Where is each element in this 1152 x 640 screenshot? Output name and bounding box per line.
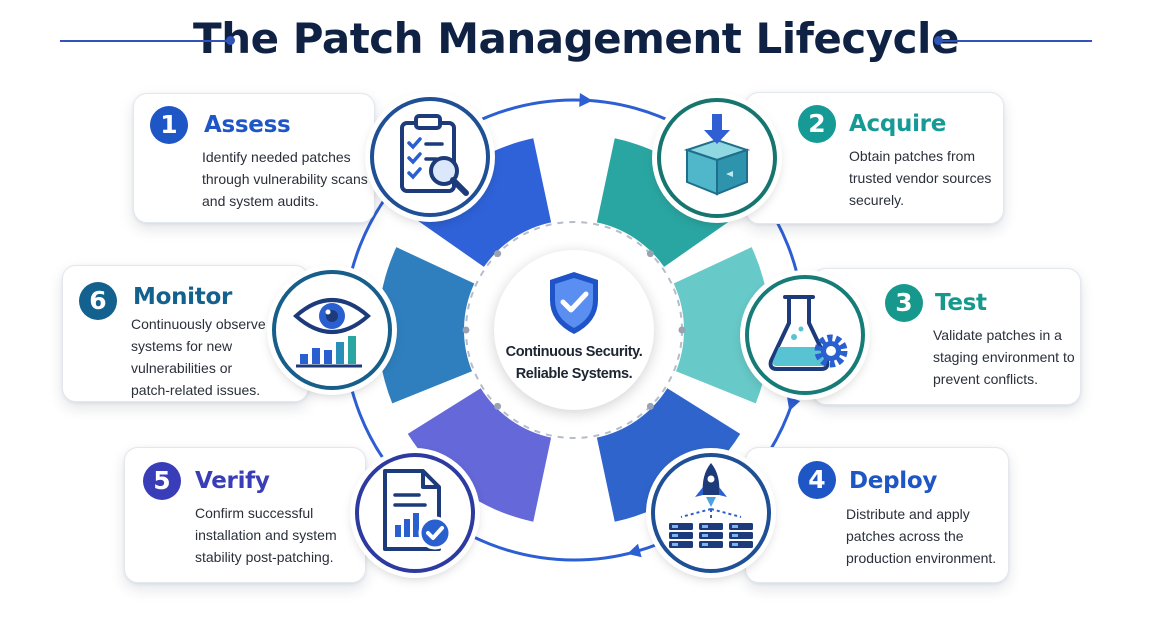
step-description-line: patch-related issues. <box>131 382 261 398</box>
step-description-line: Obtain patches from <box>849 148 976 164</box>
ring-dot <box>462 326 470 334</box>
step-description: Identify needed patches through vulnerab… <box>202 146 368 212</box>
step-description-line: prevent conflicts. <box>933 371 1039 387</box>
ring-dot <box>494 250 502 258</box>
eye-bar-chart-icon <box>292 298 372 368</box>
step-description-line: patches across the <box>846 528 964 544</box>
step-description: Confirm successful installation and syst… <box>195 502 337 568</box>
cycle-arrow-1 <box>579 92 593 107</box>
step-number-badge: 2 <box>798 105 836 143</box>
step-description-line: staging environment to <box>933 349 1075 365</box>
center-hub: Continuous Security. Reliable Systems. <box>494 250 654 410</box>
step-description: Validate patches in a staging environmen… <box>933 324 1075 390</box>
monitor-icon-circle <box>272 270 392 390</box>
step-title: Acquire <box>849 111 946 137</box>
ring-segments <box>377 138 770 522</box>
step-description-line: Distribute and apply <box>846 506 970 522</box>
step-number-badge: 1 <box>150 106 188 144</box>
step-card-assess: 1 Assess Identify needed patches through… <box>133 93 375 223</box>
document-checkmark-icon <box>383 469 452 551</box>
step-description-line: securely. <box>849 192 904 208</box>
flask-gear-icon <box>768 295 848 371</box>
rocket-servers-icon <box>669 463 753 548</box>
step-number-badge: 6 <box>79 282 117 320</box>
step-description-line: Continuously observe <box>131 316 266 332</box>
ring-segment-verify <box>407 388 552 522</box>
center-ring-dots <box>462 250 686 410</box>
ring-segment-acquire <box>596 138 735 267</box>
step-number-badge: 5 <box>143 462 181 500</box>
step-description-line: vulnerabilities or <box>131 360 233 376</box>
step-description-line: Validate patches in a <box>933 327 1062 343</box>
page-title: The Patch Management Lifecycle <box>193 14 959 63</box>
center-tagline: Continuous Security. Reliable Systems. <box>494 341 654 385</box>
step-number-badge: 3 <box>885 284 923 322</box>
title-rule-right-dot <box>934 36 943 45</box>
ring-dot <box>494 402 502 410</box>
title-rule-right <box>940 40 1092 42</box>
step-description-line: Confirm successful <box>195 505 314 521</box>
step-title: Test <box>935 290 987 316</box>
step-card-verify: 5 Verify Confirm successful installation… <box>124 447 366 583</box>
step-title: Monitor <box>133 284 232 310</box>
step-title: Verify <box>195 468 270 494</box>
verify-icon-circle <box>355 453 475 573</box>
ring-dot <box>646 402 654 410</box>
ring-dot <box>646 250 654 258</box>
step-description-line: and system audits. <box>202 193 319 209</box>
step-title: Deploy <box>849 468 938 494</box>
step-description-line: stability post-patching. <box>195 549 334 565</box>
shield-check-icon <box>550 272 598 334</box>
clipboard-checklist-magnifier-icon <box>400 114 469 196</box>
ring-segment-monitor <box>377 247 475 404</box>
step-description-line: production environment. <box>846 550 997 566</box>
download-box-icon <box>683 114 751 196</box>
ring-segment-deploy <box>596 388 741 522</box>
step-description-line: installation and system <box>195 527 337 543</box>
step-description: Obtain patches from trusted vendor sourc… <box>849 145 991 211</box>
assess-icon-circle <box>370 97 490 217</box>
center-tagline-line-2: Reliable Systems. <box>515 366 633 382</box>
step-description: Distribute and apply patches across the … <box>846 503 996 569</box>
ring-dot <box>678 326 686 334</box>
step-description-line: trusted vendor sources <box>849 170 992 186</box>
step-description-line: systems for new <box>131 338 233 354</box>
step-description: Continuously observe systems for new vul… <box>131 313 266 401</box>
test-icon-circle <box>745 275 865 395</box>
step-card-monitor: 6 Monitor Continuously observe systems f… <box>62 265 309 402</box>
step-description-line: Identify needed patches <box>202 149 351 165</box>
step-card-acquire: 2 Acquire Obtain patches from trusted ve… <box>745 92 1004 224</box>
acquire-icon-circle <box>657 98 777 218</box>
step-card-deploy: 4 Deploy Distribute and apply patches ac… <box>745 447 1009 583</box>
ring-segment-test <box>673 247 770 404</box>
title-rule-left <box>60 40 230 42</box>
cycle-arrow-3 <box>786 396 801 412</box>
step-description-line: through vulnerability scans <box>202 171 368 187</box>
center-tagline-line-1: Continuous Security. <box>505 344 643 360</box>
title-rule-left-dot <box>226 36 235 45</box>
step-title: Assess <box>204 112 291 138</box>
deploy-icon-circle <box>651 453 771 573</box>
step-number-badge: 4 <box>798 461 836 499</box>
cycle-arrow-4 <box>627 543 642 558</box>
ring-segment-assess <box>413 138 552 267</box>
